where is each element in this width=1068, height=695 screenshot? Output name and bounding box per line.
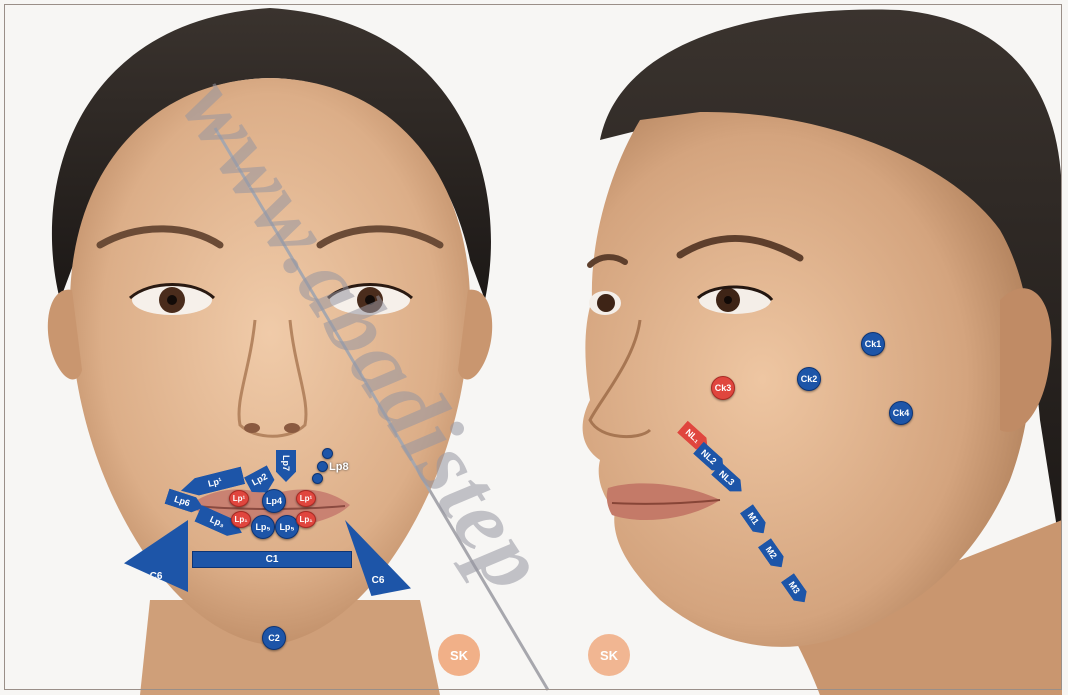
marker-lp8-dot-3 bbox=[312, 473, 323, 484]
marker-ck3: Ck3 bbox=[711, 376, 735, 400]
sk-badge-right: SK bbox=[588, 634, 630, 676]
marker-lp4: Lp4 bbox=[262, 489, 286, 513]
marker-lp-red-lower-left: Lp₁ bbox=[231, 511, 251, 528]
marker-ck1: Ck1 bbox=[861, 332, 885, 356]
marker-lp8-dot-1 bbox=[322, 448, 333, 459]
marker-lp-red-upper-right: Lp¹ bbox=[296, 490, 316, 507]
marker-ck2: Ck2 bbox=[797, 367, 821, 391]
sk-badge-left: SK bbox=[438, 634, 480, 676]
marker-lp5-left: Lp₅ bbox=[251, 515, 275, 539]
marker-c1: C1 bbox=[192, 551, 352, 568]
marker-lp-red-upper-left: Lp¹ bbox=[229, 490, 249, 507]
marker-lp8-dot-2 bbox=[317, 461, 328, 472]
marker-c2: C2 bbox=[262, 626, 286, 650]
marker-lp8-label: Lp8 bbox=[329, 461, 349, 473]
front-face bbox=[48, 8, 492, 695]
marker-lp-red-lower-right: Lp₁ bbox=[296, 511, 316, 528]
marker-ck4: Ck4 bbox=[889, 401, 913, 425]
profile-face bbox=[583, 10, 1062, 695]
